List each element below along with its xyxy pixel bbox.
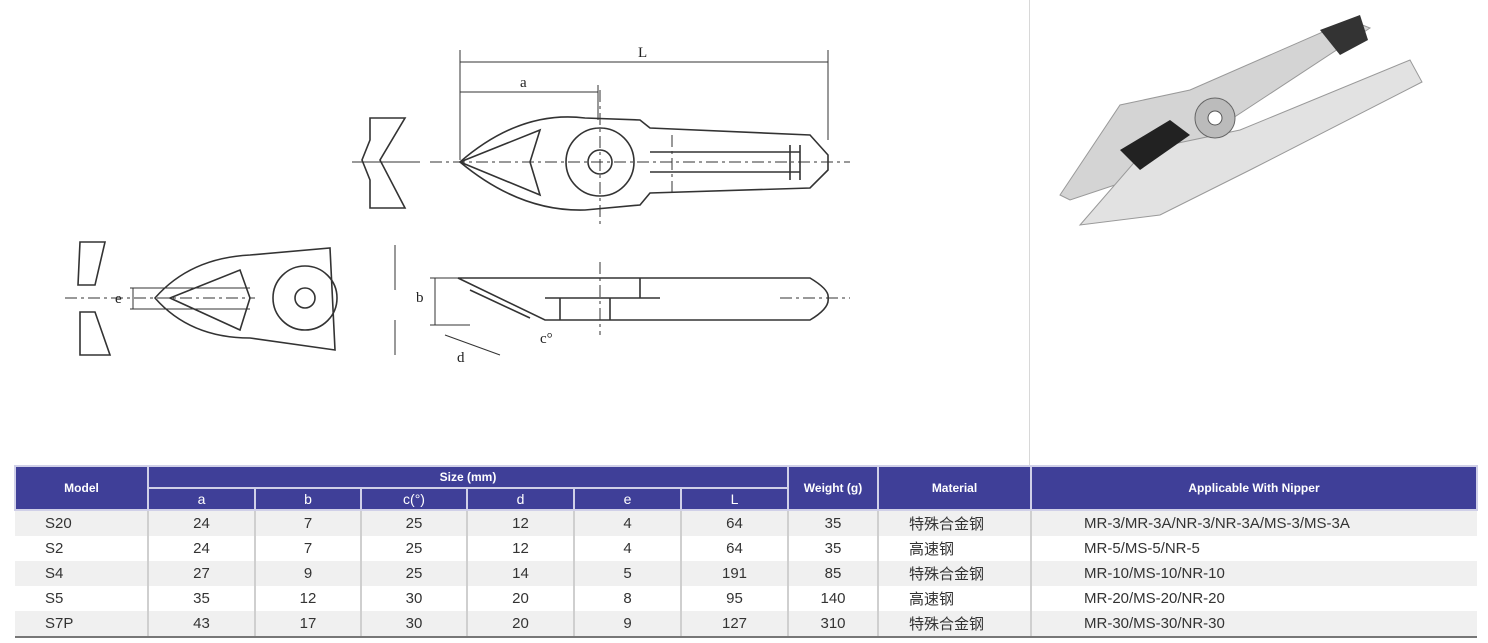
- cell-a: 24: [147, 510, 255, 536]
- header-e: e: [573, 487, 682, 511]
- cell-weight: 310: [787, 611, 878, 638]
- cell-model: S20: [15, 510, 148, 536]
- header-a: a: [147, 487, 256, 511]
- cell-applicable: MR-3/MR-3A/NR-3/NR-3A/MS-3/MS-3A: [1030, 510, 1477, 536]
- cell-e: 8: [573, 586, 681, 611]
- cell-a: 43: [147, 611, 255, 638]
- divider: [1029, 0, 1030, 465]
- cell-weight: 35: [787, 536, 878, 561]
- header-b: b: [254, 487, 362, 511]
- cell-model: S5: [45, 590, 64, 607]
- cell-c: 25: [360, 561, 467, 586]
- cell-e: 4: [573, 510, 681, 536]
- cell-b: 12: [254, 586, 361, 611]
- header-weight: Weight (g): [787, 465, 879, 511]
- cell-model: S7P: [15, 611, 148, 638]
- label-d: d: [457, 350, 465, 366]
- cell-a: 27: [147, 561, 255, 586]
- specifications-table: Model Size (mm) Weight (g) Material Appl…: [14, 465, 1478, 638]
- dimension-lines: [394, 50, 829, 356]
- label-e: e: [115, 291, 122, 307]
- header-model: Model: [14, 465, 149, 511]
- cell-b: 7: [254, 536, 361, 561]
- cell-l: 64: [680, 536, 788, 561]
- blade-side-view: [457, 262, 850, 335]
- label-b: b: [416, 290, 424, 306]
- cell-e: 4: [573, 536, 681, 561]
- cell-c: 25: [360, 536, 467, 561]
- blade-top-view: [430, 90, 850, 225]
- cell-material: 特殊合金钢: [877, 561, 1031, 586]
- header-material: Material: [877, 465, 1032, 511]
- cell-applicable: MR-10/MS-10/NR-10: [1030, 561, 1477, 586]
- label-a: a: [520, 75, 527, 91]
- cell-applicable: MR-5/MS-5/NR-5: [1030, 536, 1477, 561]
- cell-e: 5: [573, 561, 681, 586]
- blade-end-view: [352, 117, 420, 209]
- cell-a: 35: [147, 586, 255, 611]
- cell-model: S2: [45, 540, 64, 557]
- cell-material: 特殊合金钢: [877, 510, 1031, 536]
- header-c: c(°): [360, 487, 468, 511]
- cell-l: 191: [680, 561, 788, 586]
- cell-d: 14: [466, 561, 574, 586]
- cell-weight: 85: [787, 561, 878, 586]
- cell-material: 高速钢: [877, 586, 1031, 611]
- label-L: L: [638, 45, 647, 61]
- cell-applicable: MR-30/MS-30/NR-30: [1030, 611, 1477, 638]
- cell-l: 95: [680, 586, 788, 611]
- cell-d: 20: [466, 611, 574, 638]
- cell-material: 特殊合金钢: [877, 611, 1031, 638]
- cell-weight: 140: [787, 586, 878, 611]
- cell-e: 9: [573, 611, 681, 638]
- cell-l: 64: [680, 510, 788, 536]
- cell-c: 25: [360, 510, 467, 536]
- cell-b: 9: [254, 561, 361, 586]
- cell-b: 17: [254, 611, 361, 638]
- blade-front-view: [65, 241, 338, 356]
- header-applicable: Applicable With Nipper: [1030, 465, 1478, 511]
- cell-a: 24: [147, 536, 255, 561]
- cell-l: 127: [680, 611, 788, 638]
- label-c: c°: [540, 331, 553, 347]
- cell-c: 30: [360, 611, 467, 638]
- cell-d: 20: [466, 586, 574, 611]
- technical-drawing: L a e b c° d: [65, 45, 850, 366]
- cell-d: 12: [466, 510, 574, 536]
- cell-b: 7: [254, 510, 361, 536]
- product-photo: [1059, 15, 1423, 226]
- cell-material: 高速钢: [877, 536, 1031, 561]
- header-L: L: [680, 487, 789, 511]
- cell-d: 12: [466, 536, 574, 561]
- cell-applicable: MR-20/MS-20/NR-20: [1030, 586, 1477, 611]
- header-size: Size (mm): [147, 465, 789, 489]
- cell-weight: 35: [787, 510, 878, 536]
- cell-model: S4: [15, 561, 148, 586]
- header-d: d: [466, 487, 575, 511]
- cell-c: 30: [360, 586, 467, 611]
